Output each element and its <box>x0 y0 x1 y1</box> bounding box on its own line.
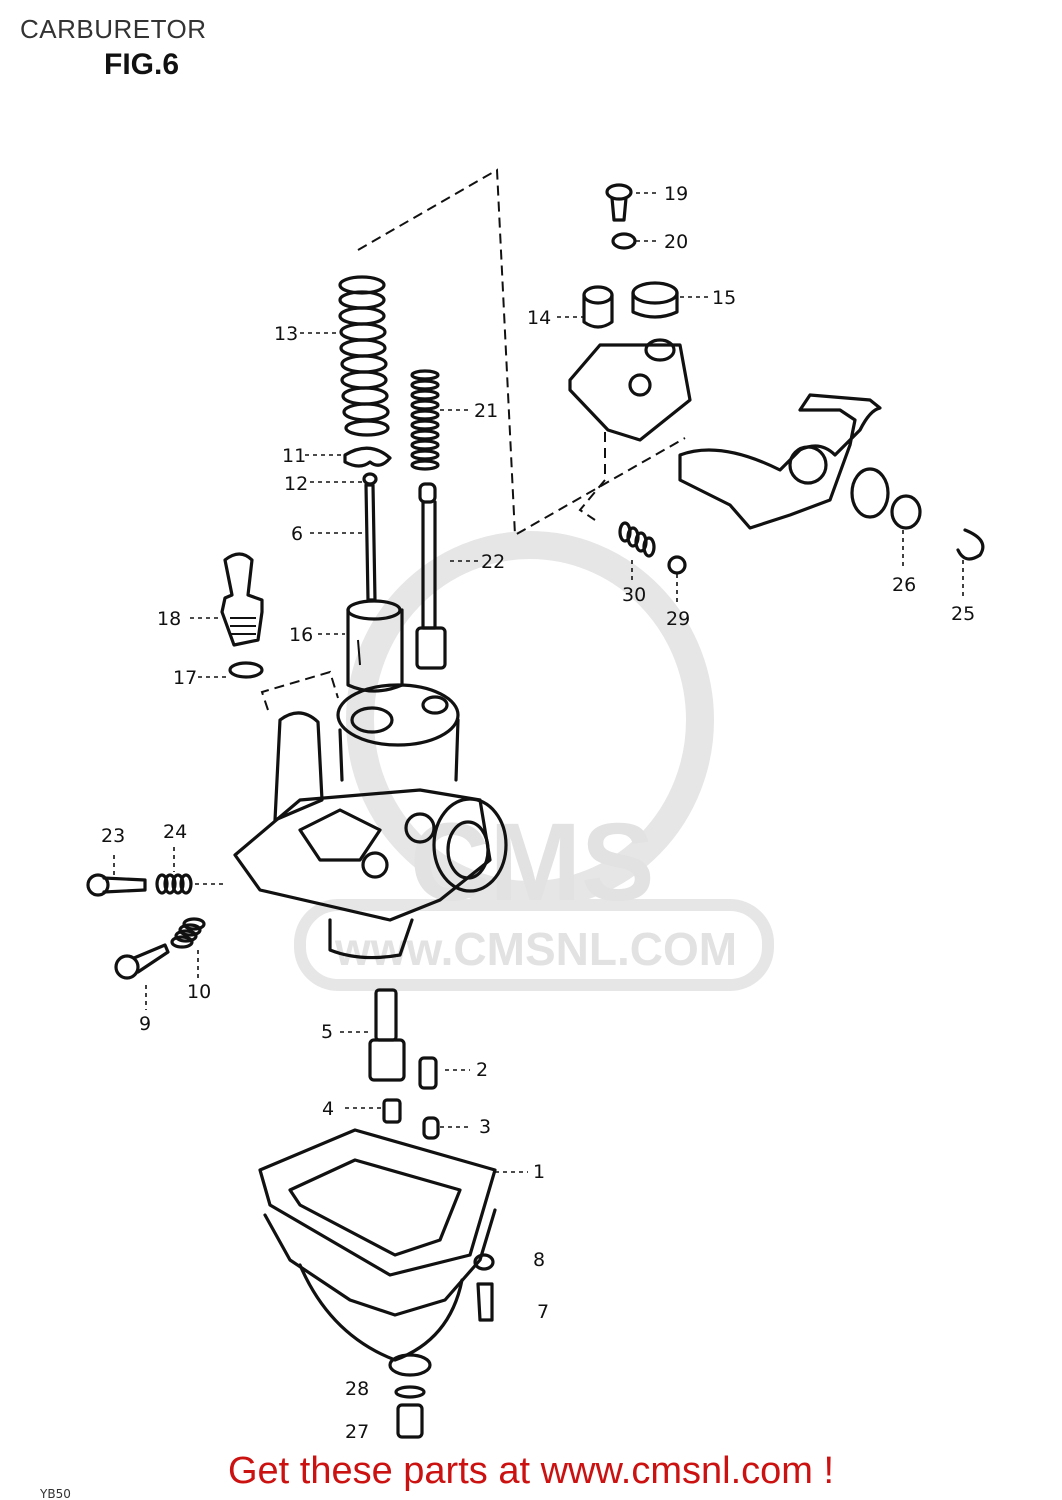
footer-link-text[interactable]: Get these parts at www.cmsnl.com ! <box>227 1450 835 1492</box>
watermark-url: www.CMSNL.COM <box>334 923 737 975</box>
spring-part-21 <box>410 369 440 471</box>
drawing-code: YB50 <box>39 1487 71 1500</box>
jet-part-4 <box>382 1098 402 1124</box>
washer-part-8 <box>473 1253 495 1271</box>
screw-part-23 <box>86 873 147 897</box>
dashed-line-nozzle <box>260 670 339 711</box>
page-title: CARBURETOR <box>20 14 207 44</box>
lever-arm-part <box>678 393 882 530</box>
cap-part-14 <box>582 285 614 329</box>
callout-1: 1 <box>533 1161 545 1183</box>
callout-21: 21 <box>474 400 498 422</box>
callout-8: 8 <box>533 1249 545 1271</box>
callout-28: 28 <box>345 1378 369 1400</box>
washer-part-20 <box>611 232 637 250</box>
watermark-emblem <box>346 531 714 909</box>
callout-22: 22 <box>481 551 505 573</box>
clip-part-11 <box>343 446 392 468</box>
screw-part-9 <box>114 943 170 980</box>
callout-labels: 1 2 3 4 5 6 7 8 9 10 11 12 13 14 15 16 1… <box>39 183 975 1500</box>
needle-part-6 <box>364 483 377 602</box>
callout-17: 17 <box>173 667 197 689</box>
jet-part-2 <box>418 1056 438 1090</box>
callout-14: 14 <box>527 307 551 329</box>
callout-13: 13 <box>274 323 298 345</box>
leader-lines <box>113 192 964 1173</box>
callout-20: 20 <box>664 231 688 253</box>
cap-part-15 <box>631 281 679 319</box>
clip-part-12 <box>362 472 378 486</box>
callout-4: 4 <box>322 1098 334 1120</box>
dashed-line-lever <box>578 432 606 521</box>
spring-part-24 <box>155 873 193 895</box>
washer-part-26 <box>890 494 922 530</box>
bracket-part <box>568 338 692 442</box>
screw-part-19 <box>605 183 633 222</box>
dashed-line-throttle <box>357 168 686 537</box>
needle-jet-part-5 <box>368 988 406 1082</box>
callout-27: 27 <box>345 1421 369 1443</box>
spring-part-10 <box>170 917 206 949</box>
carburetor-body <box>233 683 508 960</box>
watermark-brand: CMS <box>410 801 654 924</box>
circlip-part-25 <box>956 528 985 561</box>
callout-26: 26 <box>892 574 916 596</box>
callout-30: 30 <box>622 584 646 606</box>
plug-part-27 <box>396 1403 424 1439</box>
callout-9: 9 <box>139 1013 151 1035</box>
callout-16: 16 <box>289 624 313 646</box>
callout-15: 15 <box>712 287 736 309</box>
callout-19: 19 <box>664 183 688 205</box>
callout-5: 5 <box>321 1021 333 1043</box>
assembly-dashed-lines <box>260 168 686 711</box>
callout-6: 6 <box>291 523 303 545</box>
fitting-part-18 <box>220 552 264 647</box>
washer-part-26a <box>850 467 890 519</box>
spring-part-13 <box>338 275 390 437</box>
callout-24: 24 <box>163 821 187 843</box>
washer-part-17 <box>228 661 264 679</box>
ball-part-29 <box>667 555 687 575</box>
callout-7: 7 <box>537 1301 549 1323</box>
starter-plunger-part-22 <box>415 482 447 670</box>
watermark: CMS www.CMSNL.COM <box>294 531 774 991</box>
watermark-banner <box>294 899 774 991</box>
callout-2: 2 <box>476 1059 488 1081</box>
ring-part-28 <box>394 1385 426 1399</box>
screw-part-7 <box>476 1282 494 1322</box>
figure-label: FIG.6 <box>104 48 180 81</box>
float-chamber-part-1 <box>258 1128 497 1377</box>
callout-18: 18 <box>157 608 181 630</box>
callout-25: 25 <box>951 603 975 625</box>
callout-11: 11 <box>282 445 306 467</box>
callout-3: 3 <box>479 1116 491 1138</box>
callout-12: 12 <box>284 473 308 495</box>
spring-part-30 <box>618 521 656 558</box>
jet-part-3 <box>422 1116 440 1140</box>
callout-23: 23 <box>101 825 125 847</box>
callout-10: 10 <box>187 981 211 1003</box>
callout-29: 29 <box>666 608 690 630</box>
